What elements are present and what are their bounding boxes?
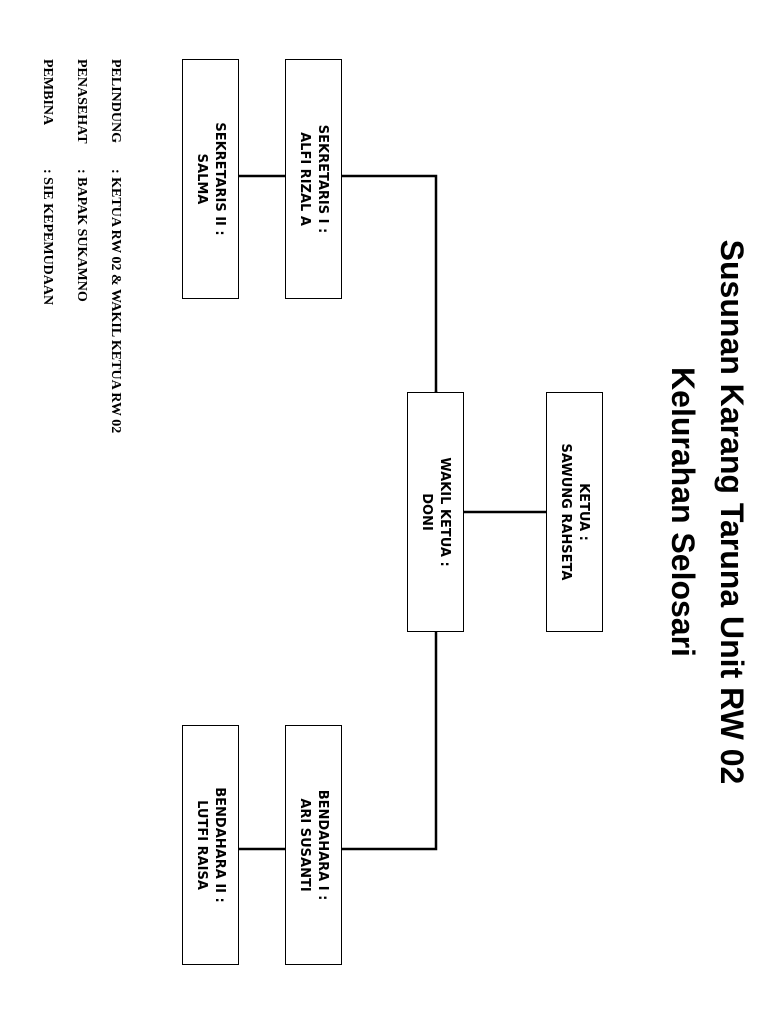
bendahara-2-name: LUTFI RAISA xyxy=(194,800,210,890)
sekretaris-1-name: ALFI RIZAL A xyxy=(297,132,313,226)
bendahara-2-role: BENDAHARA II : xyxy=(212,787,228,903)
sekretaris-1-box: SEKRETARIS I : ALFI RIZAL A xyxy=(285,59,342,299)
sekretaris-1-role: SEKRETARIS I : xyxy=(315,124,331,234)
info-pelindung-value: : KETUA RW 02 & WAKIL KETUA RW 02 xyxy=(108,169,123,434)
wakil-ketua-role: WAKIL KETUA : xyxy=(437,457,453,567)
sekretaris-2-name: SALMA xyxy=(194,153,210,205)
connector-wakil-to-bendahara-1 xyxy=(340,630,438,851)
sekretaris-2-role: SEKRETARIS II : xyxy=(212,122,228,236)
ketua-box: KETUA : SAWUNG RAHSETA xyxy=(546,392,603,632)
bendahara-2-box: BENDAHARA II : LUTFI RAISA xyxy=(182,725,239,965)
ketua-role: KETUA : xyxy=(576,483,592,541)
bendahara-1-name: ARI SUSANTI xyxy=(297,798,313,892)
info-penasehat-label: PENASEHAT xyxy=(74,59,89,144)
sekretaris-2-box: SEKRETARIS II : SALMA xyxy=(182,59,239,299)
info-pembina-label: PEMBINA xyxy=(40,59,55,126)
info-pelindung-label: PELINDUNG xyxy=(108,59,123,144)
bendahara-1-box: BENDAHARA I : ARI SUSANTI xyxy=(285,725,342,965)
wakil-ketua-box: WAKIL KETUA : DONI xyxy=(407,392,464,632)
info-penasehat: PENASEHAT : BAPAK SUKAMNO xyxy=(72,59,90,302)
wakil-ketua-name: DONI xyxy=(419,493,435,531)
connector-wakil-to-sekretaris-1 xyxy=(340,174,438,394)
ketua-name: SAWUNG RAHSETA xyxy=(558,443,574,581)
info-pembina: PEMBINA : SIE KEPEMUDAAN xyxy=(38,59,56,305)
info-penasehat-value: : BAPAK SUKAMNO xyxy=(74,169,89,302)
info-pelindung: PELINDUNG : KETUA RW 02 & WAKIL KETUA RW … xyxy=(106,59,124,433)
bendahara-1-role: BENDAHARA I : xyxy=(315,789,331,901)
info-pembina-value: : SIE KEPEMUDAAN xyxy=(40,169,55,306)
